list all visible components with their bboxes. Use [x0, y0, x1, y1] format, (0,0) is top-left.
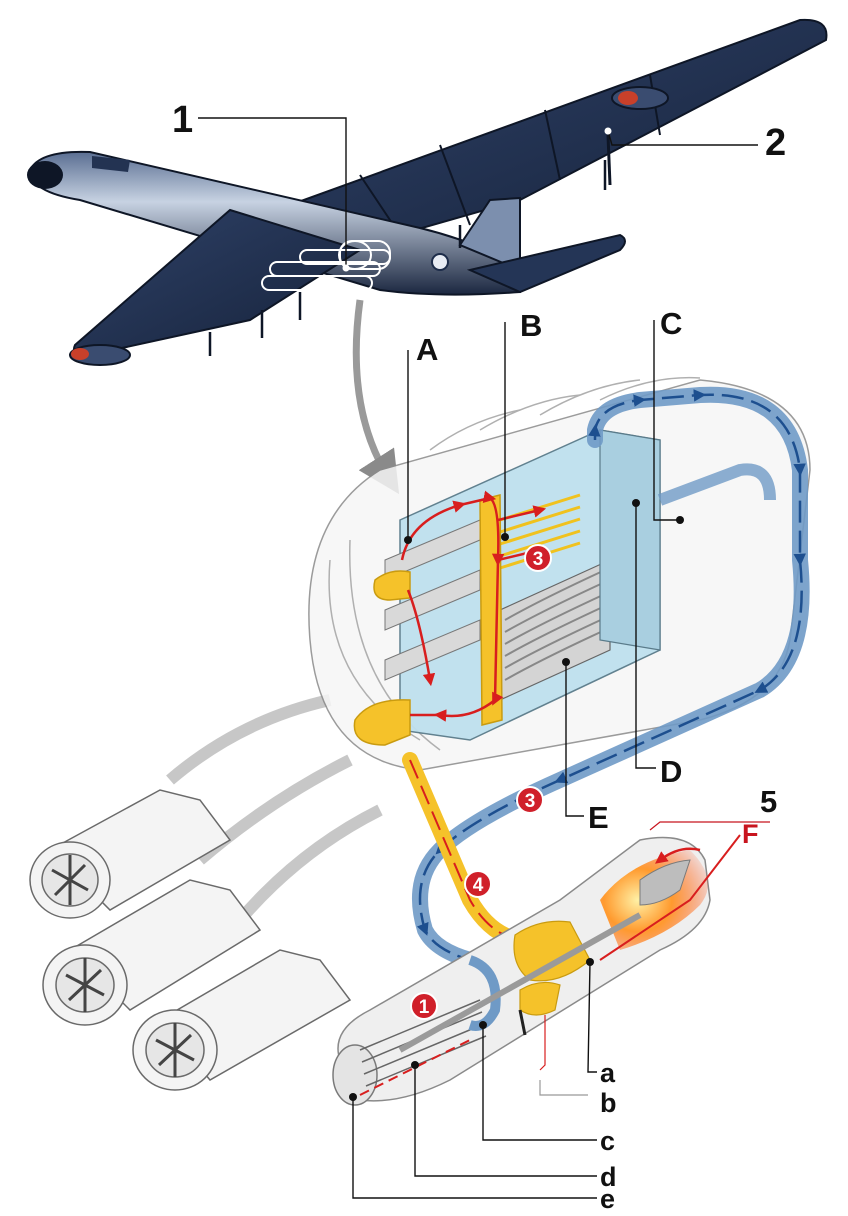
- inboard-engine-pod: [69, 344, 131, 366]
- compressor-icon: [332, 999, 487, 1106]
- svg-text:C: C: [660, 306, 682, 341]
- turbojet-engine-icon: [332, 834, 741, 1106]
- svg-text:b: b: [600, 1088, 617, 1118]
- reactor-outline-icon: [261, 240, 391, 291]
- outboard-engine-pod: [606, 86, 669, 186]
- svg-text:D: D: [660, 754, 682, 789]
- svg-text:F: F: [742, 819, 759, 849]
- callout-reactor: 1: [172, 99, 350, 272]
- svg-text:3: 3: [533, 549, 544, 570]
- nacelle-3-icon: [132, 949, 352, 1091]
- svg-text:4: 4: [473, 875, 484, 896]
- label-A: A: [404, 332, 438, 544]
- label-F: F: [649, 819, 770, 849]
- nacelle-2-icon: [42, 879, 262, 1026]
- svg-text:c: c: [600, 1126, 615, 1156]
- nacelle-1-icon: [29, 789, 232, 919]
- flow-marker-4: 4: [464, 870, 492, 898]
- label-a: a: [586, 958, 616, 1088]
- flow-marker-3-reactor: 3: [524, 544, 552, 572]
- svg-text:e: e: [600, 1184, 615, 1214]
- svg-text:E: E: [588, 800, 609, 835]
- reactor-assembly: [308, 376, 811, 771]
- label-c: c: [479, 1021, 615, 1156]
- callout-engine: 2: [604, 122, 786, 164]
- svg-text:3: 3: [525, 791, 536, 812]
- air-duct: [412, 386, 810, 968]
- flow-marker-3-duct: 3: [516, 786, 544, 814]
- svg-text:d: d: [600, 1162, 617, 1192]
- svg-text:5: 5: [760, 784, 777, 819]
- label-C: C: [653, 306, 684, 524]
- svg-text:B: B: [520, 308, 542, 343]
- flow-marker-1: 1: [410, 992, 438, 1020]
- label-b: b: [539, 1080, 617, 1118]
- label-D: D: [632, 499, 682, 789]
- label-E: E: [562, 658, 609, 835]
- callout-label-2: 2: [765, 122, 786, 164]
- svg-text:a: a: [600, 1058, 616, 1088]
- callout-burner: 5: [760, 784, 777, 819]
- svg-text:1: 1: [419, 997, 430, 1018]
- engine-nacelles: [29, 694, 383, 1091]
- aircraft-icon: [27, 18, 828, 366]
- callout-label-1: 1: [172, 99, 193, 141]
- label-B: B: [501, 308, 542, 541]
- label-e: e: [349, 1093, 615, 1214]
- label-d: d: [411, 1061, 617, 1192]
- zoom-arrow-icon: [352, 299, 400, 495]
- svg-text:A: A: [416, 332, 438, 367]
